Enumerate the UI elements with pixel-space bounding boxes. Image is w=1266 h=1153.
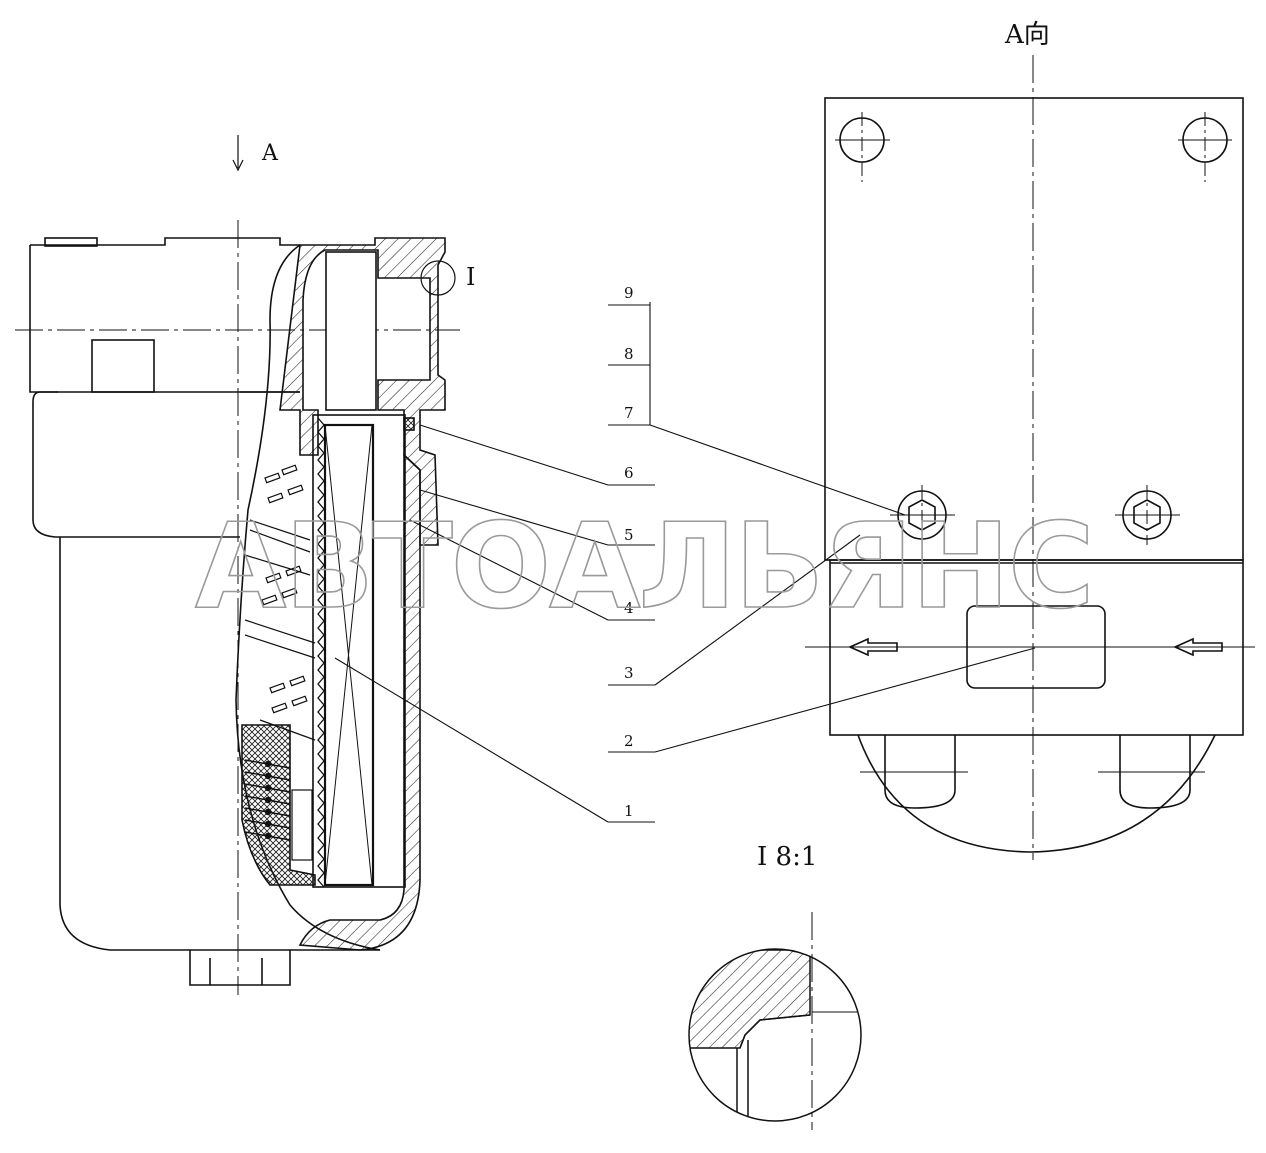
part-number-1: 1	[624, 802, 634, 820]
detail-title: I 8:1	[757, 842, 817, 872]
part-number-4: 4	[624, 599, 634, 617]
part-number-8: 8	[624, 345, 634, 363]
part-number-6: 6	[624, 464, 634, 482]
part-number-7: 7	[624, 404, 634, 422]
part-number-3: 3	[624, 664, 634, 682]
detail-callout-label: I	[466, 263, 475, 291]
view-a	[805, 55, 1255, 860]
part-number-labels: 9 8 7 6 5 4 3 2 1	[624, 284, 634, 820]
view-a-title: A向	[1004, 20, 1050, 50]
detail-view-i	[688, 912, 862, 1130]
part-number-2: 2	[624, 732, 634, 750]
filter-section-view	[15, 135, 460, 995]
part-number-9: 9	[624, 284, 634, 302]
part-number-5: 5	[624, 526, 634, 544]
watermark-text: АВТОАЛЬЯНС	[195, 497, 1093, 635]
view-arrow-label: A	[261, 141, 279, 166]
leader-lines	[334, 302, 1036, 823]
